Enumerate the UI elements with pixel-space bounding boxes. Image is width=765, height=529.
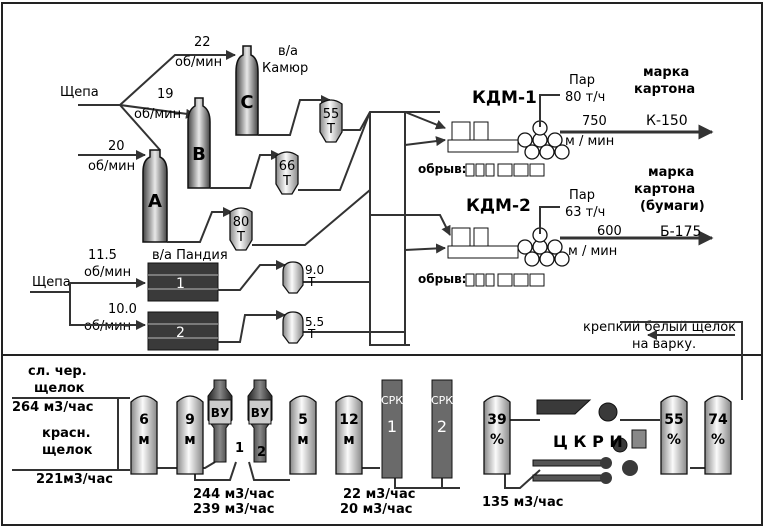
svg-text:1: 1 — [235, 441, 244, 456]
pandia-feed-lines — [30, 278, 146, 330]
svg-text:66Т: 66Т — [279, 159, 296, 189]
kdm-2-grade: Б-175 — [660, 224, 701, 240]
pandia-speed-1-unit: об/мин — [84, 265, 131, 280]
svg-text:красн.щелок: красн.щелок — [42, 426, 93, 458]
svg-text:19: 19 — [157, 87, 174, 102]
pandia-unit-1: 1 — [147, 262, 219, 302]
kdm-2-break-label: обрыв: — [418, 272, 466, 286]
bottom-tank: 74% — [704, 395, 732, 475]
svg-text:2: 2 — [257, 445, 266, 460]
svg-text:об/мин: об/мин — [175, 55, 222, 70]
speed-b: 19 об/мин — [134, 87, 181, 122]
svg-text:6м: 6м — [138, 412, 149, 448]
digester-c-label: C — [240, 92, 253, 113]
caust-flow: 135 м3/час — [482, 495, 564, 510]
pandia-speed-2-unit: об/мин — [84, 319, 131, 334]
digester-a: A — [142, 149, 168, 243]
svg-text:12м: 12м — [339, 412, 358, 448]
kdm-1-break-label: обрыв: — [418, 162, 466, 176]
svg-text:9.0Т: 9.0Т — [305, 263, 324, 289]
pandia-label: в/а Пандия — [152, 248, 228, 263]
pandia-unit-2: 2 — [147, 311, 219, 351]
svg-text:1: 1 — [176, 276, 185, 292]
svg-text:80Т: 80Т — [233, 215, 250, 245]
speed-a: 20 об/мин — [88, 139, 135, 174]
svg-text:2: 2 — [176, 325, 185, 341]
digester-c: C — [235, 45, 259, 136]
bottom-tank: 39% — [483, 395, 511, 475]
red-liquor-flow: 221м3/час — [36, 472, 113, 487]
svg-text:ВУ: ВУ — [251, 406, 269, 420]
ckri-label: Ц К Р И — [553, 432, 623, 451]
chips-label-top: Щепа — [60, 85, 99, 100]
speed-c: 22 об/мин — [175, 35, 222, 70]
black-liquor-flow: 264 м3/час — [12, 400, 94, 415]
svg-text:20: 20 — [108, 139, 125, 154]
pandia-speed-2: 10.0 — [108, 302, 137, 317]
kdm-1-break-indicators — [465, 163, 545, 177]
evaporator-2: ВУ 2 — [247, 379, 273, 463]
svg-text:сл. чер.щелок: сл. чер.щелок — [28, 364, 87, 396]
chip-feed-lines — [78, 50, 236, 160]
svg-text:22: 22 — [194, 35, 211, 50]
digester-a-label: A — [148, 191, 162, 212]
bottom-tank: 55% — [660, 395, 688, 475]
digester-b: B — [187, 97, 211, 189]
svg-text:9м: 9м — [184, 412, 195, 448]
svg-text:5м: 5м — [297, 412, 308, 448]
svg-text:об/мин: об/мин — [88, 159, 135, 174]
svg-text:55%: 55% — [664, 412, 683, 448]
pulp-header-lines — [252, 111, 451, 346]
digester-outlets — [167, 95, 331, 243]
chips-label-bottom: Щепа — [32, 275, 71, 290]
svg-text:39%: 39% — [487, 412, 506, 448]
svg-text:74%: 74% — [708, 412, 728, 448]
pandia-speed-1: 11.5 — [88, 248, 117, 263]
liquor-lines — [12, 321, 743, 489]
svg-text:5.5Т: 5.5Т — [305, 315, 324, 341]
kdm-1-grade: К-150 — [646, 113, 688, 129]
svg-text:ВУ: ВУ — [211, 406, 229, 420]
evaporator-1: ВУ 1 — [207, 379, 244, 463]
kdm-1-label: КДМ-1 — [472, 88, 537, 108]
svg-text:об/мин: об/мин — [134, 107, 181, 122]
kdm-2-label: КДМ-2 — [466, 196, 531, 216]
digester-b-label: B — [192, 144, 206, 165]
kdm-2-break-indicators — [465, 273, 545, 287]
causticizing-section: Ц К Р И — [532, 399, 647, 484]
svg-text:55Т: 55Т — [323, 107, 340, 137]
pandia-outlets — [218, 260, 405, 343]
